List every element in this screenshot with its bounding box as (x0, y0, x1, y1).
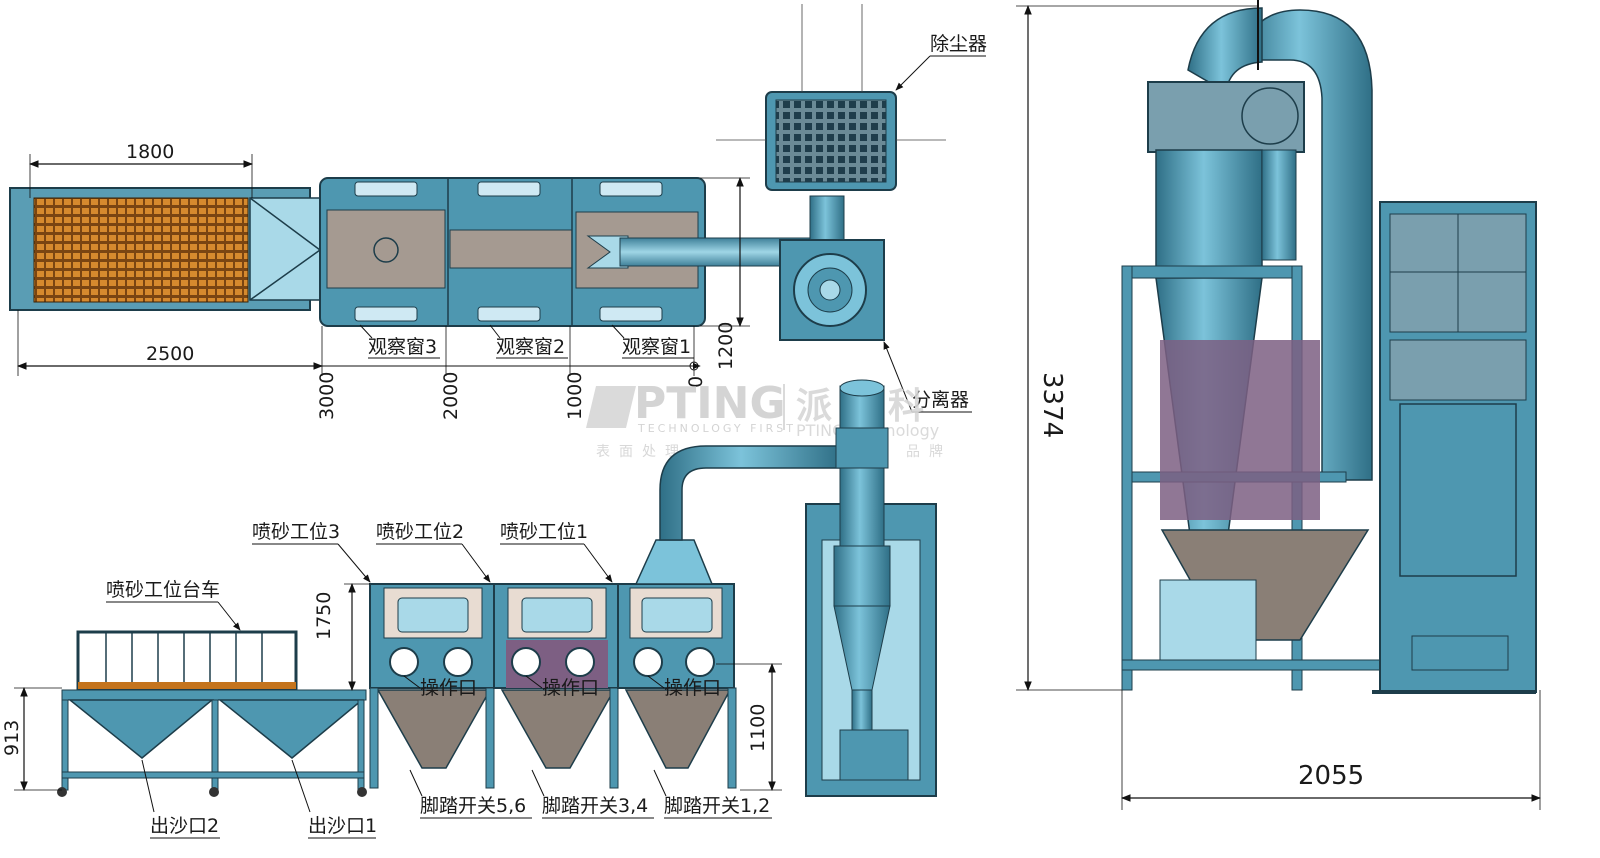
top-view: 1800 2500 3000 2000 1000 0 1200 观察窗3 观察窗… (9, 4, 987, 420)
window-3 (354, 306, 418, 322)
window-1 (599, 306, 663, 322)
cabinet-lid-2 (449, 229, 573, 269)
watermark-slogan2: 品牌 (906, 443, 952, 460)
front-view: 1750 913 1100 喷砂工位3 喷砂工位2 喷砂工位1 喷砂工位台车 操… (1, 379, 937, 839)
cart-rail (76, 630, 298, 690)
dim-2500: 2500 (146, 343, 194, 365)
scale-0: 0 (685, 376, 707, 388)
watermark-tagline: TECHNOLOGY FIRST (637, 422, 796, 435)
watermark-slogan: 表面处理 (596, 444, 688, 460)
label-port2: 操作口 (542, 677, 599, 699)
dim-2055: 2055 (1298, 761, 1364, 791)
cabinet-lid-3 (326, 209, 446, 289)
label-station2: 喷砂工位2 (376, 521, 464, 543)
label-port1: 操作口 (664, 677, 721, 699)
dim-913: 913 (1, 720, 23, 756)
suction-hood (634, 539, 714, 585)
label-window1: 观察窗1 (622, 336, 691, 358)
watermark-cn: 派 (796, 386, 832, 427)
cart-grate (33, 197, 249, 303)
dim-1200: 1200 (715, 322, 737, 370)
label-port3: 操作口 (420, 677, 477, 699)
dim-3374: 3374 (1037, 372, 1067, 438)
label-pedal56: 脚踏开关5,6 (420, 795, 526, 817)
dim-1800: 1800 (126, 141, 174, 163)
watermark: PTING TECHNOLOGY FIRST 派 科 PTING Technol… (586, 378, 952, 460)
separator-front (805, 379, 937, 797)
cabinet-side-purple (1160, 340, 1320, 520)
watermark-cn2: 科 (888, 386, 924, 427)
scale-2000: 2000 (440, 372, 462, 420)
dim-1100: 1100 (747, 704, 769, 752)
label-separator: 分离器 (912, 389, 969, 411)
cabinet-2-front (493, 583, 619, 789)
dim-1750: 1750 (313, 592, 335, 640)
label-outlet2: 出沙口2 (150, 815, 219, 837)
label-pedal34: 脚踏开关3,4 (542, 795, 648, 817)
label-outlet1: 出沙口1 (308, 815, 377, 837)
cabinet-1-front (617, 583, 737, 789)
scale-1000: 1000 (564, 372, 586, 420)
scale-3000: 3000 (316, 372, 338, 420)
cyclone-body (1155, 149, 1263, 279)
return-pipe (1239, 9, 1373, 481)
hopper-cart-1 (217, 699, 365, 759)
label-window2: 观察窗2 (496, 336, 565, 358)
label-window3: 观察窗3 (368, 336, 437, 358)
label-cart: 喷砂工位台车 (106, 579, 220, 601)
label-station3: 喷砂工位3 (252, 521, 340, 543)
chute-top (249, 197, 321, 301)
watermark-brand: PTING (634, 378, 786, 429)
hopper-cart-2 (67, 699, 215, 759)
label-station1: 喷砂工位1 (500, 521, 588, 543)
window-2 (477, 306, 541, 322)
side-view: 3374 2055 (1016, 0, 1541, 810)
label-dust-collector: 除尘器 (930, 33, 987, 55)
label-pedal12: 脚踏开关1,2 (664, 795, 770, 817)
